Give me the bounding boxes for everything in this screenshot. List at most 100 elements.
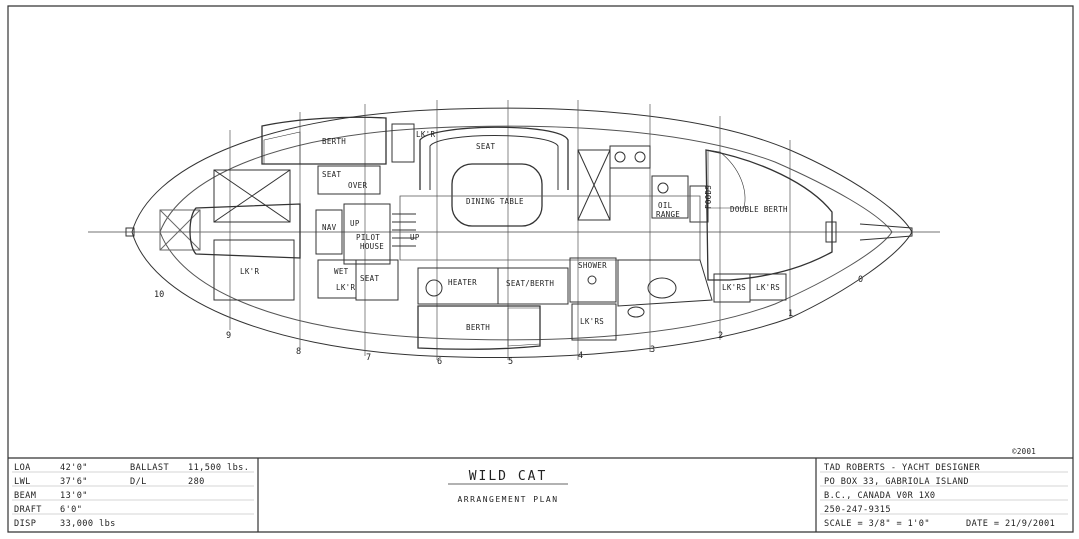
cockpit-well [190, 204, 300, 258]
spec-beam-value: 13'0" [60, 491, 88, 501]
label-dining-table: DINING TABLE [466, 197, 524, 206]
spec-lwl-label: LWL [14, 477, 31, 487]
station-0: 0 [858, 275, 863, 285]
aft-hatch-1 [214, 170, 290, 222]
hull-plan [88, 108, 940, 357]
spec-loa-label: LOA [14, 463, 31, 473]
label-lkr-aft: LK'R [240, 267, 259, 276]
label-house: HOUSE [360, 242, 384, 251]
port-berth [262, 117, 386, 164]
spec-draft-label: DRAFT [14, 505, 42, 515]
label-seat-berth: SEAT/BERTH [506, 279, 554, 288]
transom-fitting [126, 228, 134, 236]
galley-counter [578, 150, 610, 220]
hull-outline [132, 108, 912, 357]
settee-port [420, 127, 568, 190]
station-10: 10 [154, 290, 164, 300]
station-7: 7 [366, 353, 371, 363]
designer-phone: 250-247-9315 [824, 505, 891, 515]
sheet-border [8, 6, 1073, 532]
spec-ballast-label: BALLAST [130, 463, 169, 473]
label-shower: SHOWER [578, 261, 607, 270]
label-range: RANGE [656, 210, 680, 219]
spec-ballast-value: 11,500 lbs. [188, 463, 249, 473]
label-seat-over: SEAT [322, 170, 341, 179]
spec-disp-value: 33,000 lbs [60, 519, 116, 529]
label-berth-port: BERTH [322, 137, 346, 146]
station-numbers: 10 9 8 7 6 5 4 3 2 1 0 [154, 275, 863, 367]
label-lkrs-2: LK'RS [756, 283, 780, 292]
bow-stem [860, 224, 912, 240]
forepeak-hatch [708, 150, 745, 208]
designer-address-2: B.C., CANADA V0R 1X0 [824, 491, 935, 501]
basin [628, 307, 644, 317]
drawing-title: ARRANGEMENT PLAN [457, 495, 558, 504]
shower [570, 258, 616, 302]
label-heater: HEATER [448, 278, 477, 287]
seat-small [356, 260, 398, 300]
label-up-2: UP [410, 233, 420, 242]
cabin-sole [400, 196, 700, 260]
station-9: 9 [226, 331, 231, 341]
toilet [648, 278, 676, 298]
galley-sink [610, 146, 650, 168]
station-1: 1 [788, 309, 793, 319]
spec-dl-label: D/L [130, 477, 147, 487]
station-6: 6 [437, 357, 442, 367]
label-over: OVER [348, 181, 367, 190]
label-lkr-wet: LK'R [336, 283, 355, 292]
label-oil: OIL [658, 201, 673, 210]
lkrs-aft [572, 304, 616, 340]
label-wet: WET [334, 267, 349, 276]
pilot-house [344, 204, 390, 264]
drawing-date: DATE = 21/9/2001 [966, 519, 1055, 529]
stbd-berth [418, 306, 540, 349]
designer-name: TAD ROBERTS - YACHT DESIGNER [824, 463, 980, 473]
title-block [12, 458, 1068, 532]
boat-name: WILD CAT [469, 469, 548, 484]
label-seat-small: SEAT [360, 274, 379, 283]
head-compartment [618, 260, 712, 306]
bow-fitting [826, 222, 836, 242]
lkr-top [392, 124, 414, 162]
aft-hatch-2 [160, 210, 200, 250]
lkrs-fwd-2 [750, 274, 786, 300]
label-seat-settee: SEAT [476, 142, 495, 151]
station-lines [230, 100, 790, 360]
stbd-berth-hatch [508, 308, 540, 346]
dining-table [452, 164, 542, 226]
station-8: 8 [296, 347, 301, 357]
aft-locker-box [214, 240, 294, 300]
companion-steps [392, 214, 416, 246]
plan-labels: BERTH SEAT OVER LK'R SEAT DINING TABLE N… [240, 130, 788, 332]
designer-block: TAD ROBERTS - YACHT DESIGNER PO BOX 33, … [824, 463, 1055, 529]
spec-loa-value: 42'0" [60, 463, 88, 473]
station-4: 4 [578, 351, 583, 361]
port-seat [318, 166, 380, 194]
seat-berth-stbd [498, 268, 568, 304]
label-lkr-top: LK'R [416, 130, 435, 139]
specs-left: LOA 42'0" LWL 37'6" BEAM 13'0" DRAFT 6'0… [14, 463, 249, 529]
station-5: 5 [508, 357, 513, 367]
oil-range [652, 176, 688, 218]
spec-draft-value: 6'0" [60, 505, 82, 515]
nav-station [316, 210, 342, 254]
label-foods: FOODS [704, 185, 713, 209]
label-pilot: PILOT [356, 233, 380, 242]
label-up-1: UP [350, 219, 360, 228]
settee-inner [430, 136, 558, 191]
spec-beam-label: BEAM [14, 491, 36, 501]
copyright: ©2001 [1012, 447, 1036, 456]
station-3: 3 [650, 345, 655, 355]
wet-locker [318, 260, 356, 298]
label-lkrs-1: LK'RS [722, 283, 746, 292]
label-berth-stbd: BERTH [466, 323, 490, 332]
spec-dl-value: 280 [188, 477, 205, 487]
label-double-berth: DOUBLE BERTH [730, 205, 788, 214]
spec-disp-label: DISP [14, 519, 36, 529]
port-shelf-hatch [264, 132, 300, 164]
designer-address-1: PO BOX 33, GABRIOLA ISLAND [824, 477, 969, 487]
label-nav: NAV [322, 223, 337, 232]
accommodation [160, 117, 832, 349]
